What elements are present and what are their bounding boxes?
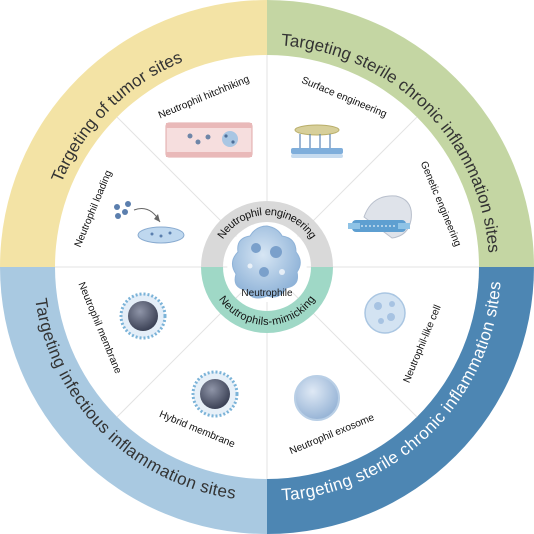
neutrophil-membrane-icon: [119, 292, 167, 340]
neutrophil-loading-icon: [114, 201, 185, 244]
neutrophil-like-cell-icon: [364, 292, 406, 334]
genetic-engineering-icon: [348, 195, 412, 239]
hitchhiking-vessel-icon: [165, 122, 253, 158]
hybrid-membrane-icon: [191, 370, 239, 418]
neutrophil-label: Neutrophile: [241, 288, 293, 299]
mimicking-ring: [201, 267, 333, 333]
exosome-icon: [294, 375, 340, 421]
engineering-ring: [201, 201, 333, 267]
surface-engineering-icon: [291, 124, 343, 158]
neutrophil-cell-icon: [227, 222, 307, 302]
